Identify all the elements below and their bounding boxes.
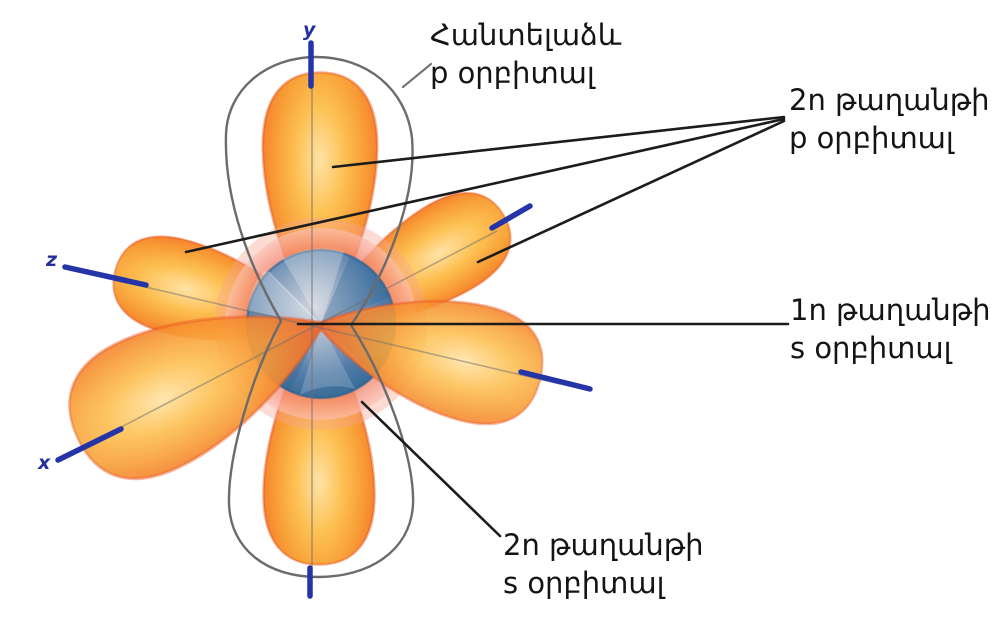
axis-x-line-right <box>489 203 533 231</box>
leader-2p-top-lobe <box>331 115 786 169</box>
axis-x-through-line <box>107 230 498 435</box>
leader-2s-ring <box>360 400 502 538</box>
label-shell2-p-orbital: 2ո թաղանթի p օրբիտալ <box>789 81 990 157</box>
axis-label-z: z <box>46 249 58 271</box>
label-line: 1ո թաղանթի <box>790 293 991 327</box>
label-line: s օրբիտալ <box>790 331 952 365</box>
axis-z-line-left <box>62 264 149 288</box>
label-dumbbell-p-orbital: Հանտելաձև p օրբիտալ <box>430 16 621 92</box>
leader-2p-right-lobe <box>476 119 786 264</box>
label-line: 2ո թաղանթի <box>789 83 990 117</box>
axis-x-line-left <box>55 426 124 463</box>
label-line: p օրբիտալ <box>789 121 954 155</box>
leader-2p-left-lobe <box>184 117 786 254</box>
label-shell2-s-orbital: 2ո թաղանթի s օրբիտալ <box>503 526 704 602</box>
label-line: s օրբիտալ <box>503 566 665 600</box>
label-shell1-s-orbital: 1ո թաղանթի s օրբիտալ <box>790 291 991 367</box>
axis-label-x: x <box>38 452 51 474</box>
axis-z-through-line <box>119 280 561 385</box>
axis-label-y: y <box>303 19 316 41</box>
axis-z-line-right <box>518 369 593 392</box>
leader-dumbbell-outline <box>401 62 433 89</box>
label-line: 2ո թաղանթի <box>503 528 704 562</box>
label-line: p օրբիտալ <box>430 56 595 90</box>
label-line: Հանտելաձև <box>430 18 622 52</box>
